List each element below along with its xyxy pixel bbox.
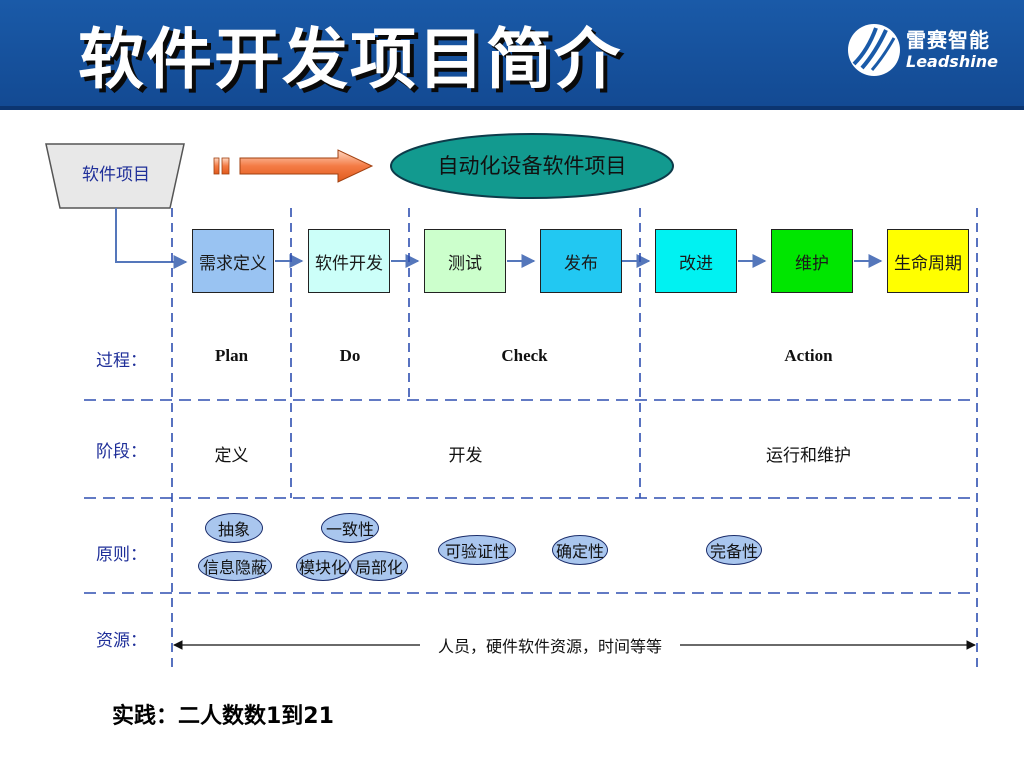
principle-consistency: 一致性	[321, 513, 379, 543]
phase-development: 开发	[448, 446, 483, 466]
stage-lifecycle: 生命周期	[887, 229, 969, 293]
row-label-principle: 原则：	[96, 545, 147, 565]
principle-localization: 局部化	[350, 551, 408, 581]
horizontal-dividers	[84, 399, 977, 594]
process-action: Action	[784, 346, 833, 365]
vertical-dividers	[171, 208, 978, 670]
project-connector	[115, 208, 188, 269]
stage-testing: 测试	[424, 229, 506, 293]
logo-chinese-text: 雷赛智能	[906, 28, 990, 52]
principle-abstraction: 抽象	[205, 513, 263, 543]
company-logo: 雷赛智能 Leadshine	[846, 20, 1006, 82]
process-plan: Plan	[214, 346, 249, 365]
principle-modularity: 模块化	[296, 551, 350, 581]
orange-arrow-icon	[213, 149, 374, 183]
resource-text: 人员，硬件软件资源，时间等等	[420, 633, 680, 657]
stage-maintenance: 维护	[771, 229, 853, 293]
phase-operation: 运行和维护	[766, 446, 851, 466]
row-label-phase: 阶段：	[96, 442, 147, 462]
row-label-resource: 资源：	[96, 631, 147, 651]
stage-requirements: 需求定义	[192, 229, 274, 293]
target-ellipse	[390, 133, 674, 199]
stage-release: 发布	[540, 229, 622, 293]
project-box-label: 软件项目	[82, 165, 150, 185]
principle-completeness: 完备性	[706, 535, 762, 565]
project-box	[45, 143, 185, 209]
logo-mark-icon	[848, 24, 900, 76]
stage-development: 软件开发	[308, 229, 390, 293]
slide-title: 软件开发项目简介	[78, 21, 622, 98]
process-check: Check	[501, 346, 548, 365]
target-ellipse-label: 自动化设备软件项目	[437, 154, 627, 178]
phase-definition: 定义	[214, 446, 249, 466]
principle-certainty: 确定性	[552, 535, 608, 565]
header-divider	[0, 106, 1024, 110]
practice-note: 实践：二人数数1到21	[112, 704, 334, 729]
principle-information-hiding: 信息隐蔽	[198, 551, 272, 581]
principle-verifiability: 可验证性	[438, 535, 516, 565]
logo-english-text: Leadshine	[906, 52, 998, 71]
row-label-process: 过程：	[96, 351, 147, 371]
stage-improvement: 改进	[655, 229, 737, 293]
process-do: Do	[339, 346, 361, 365]
